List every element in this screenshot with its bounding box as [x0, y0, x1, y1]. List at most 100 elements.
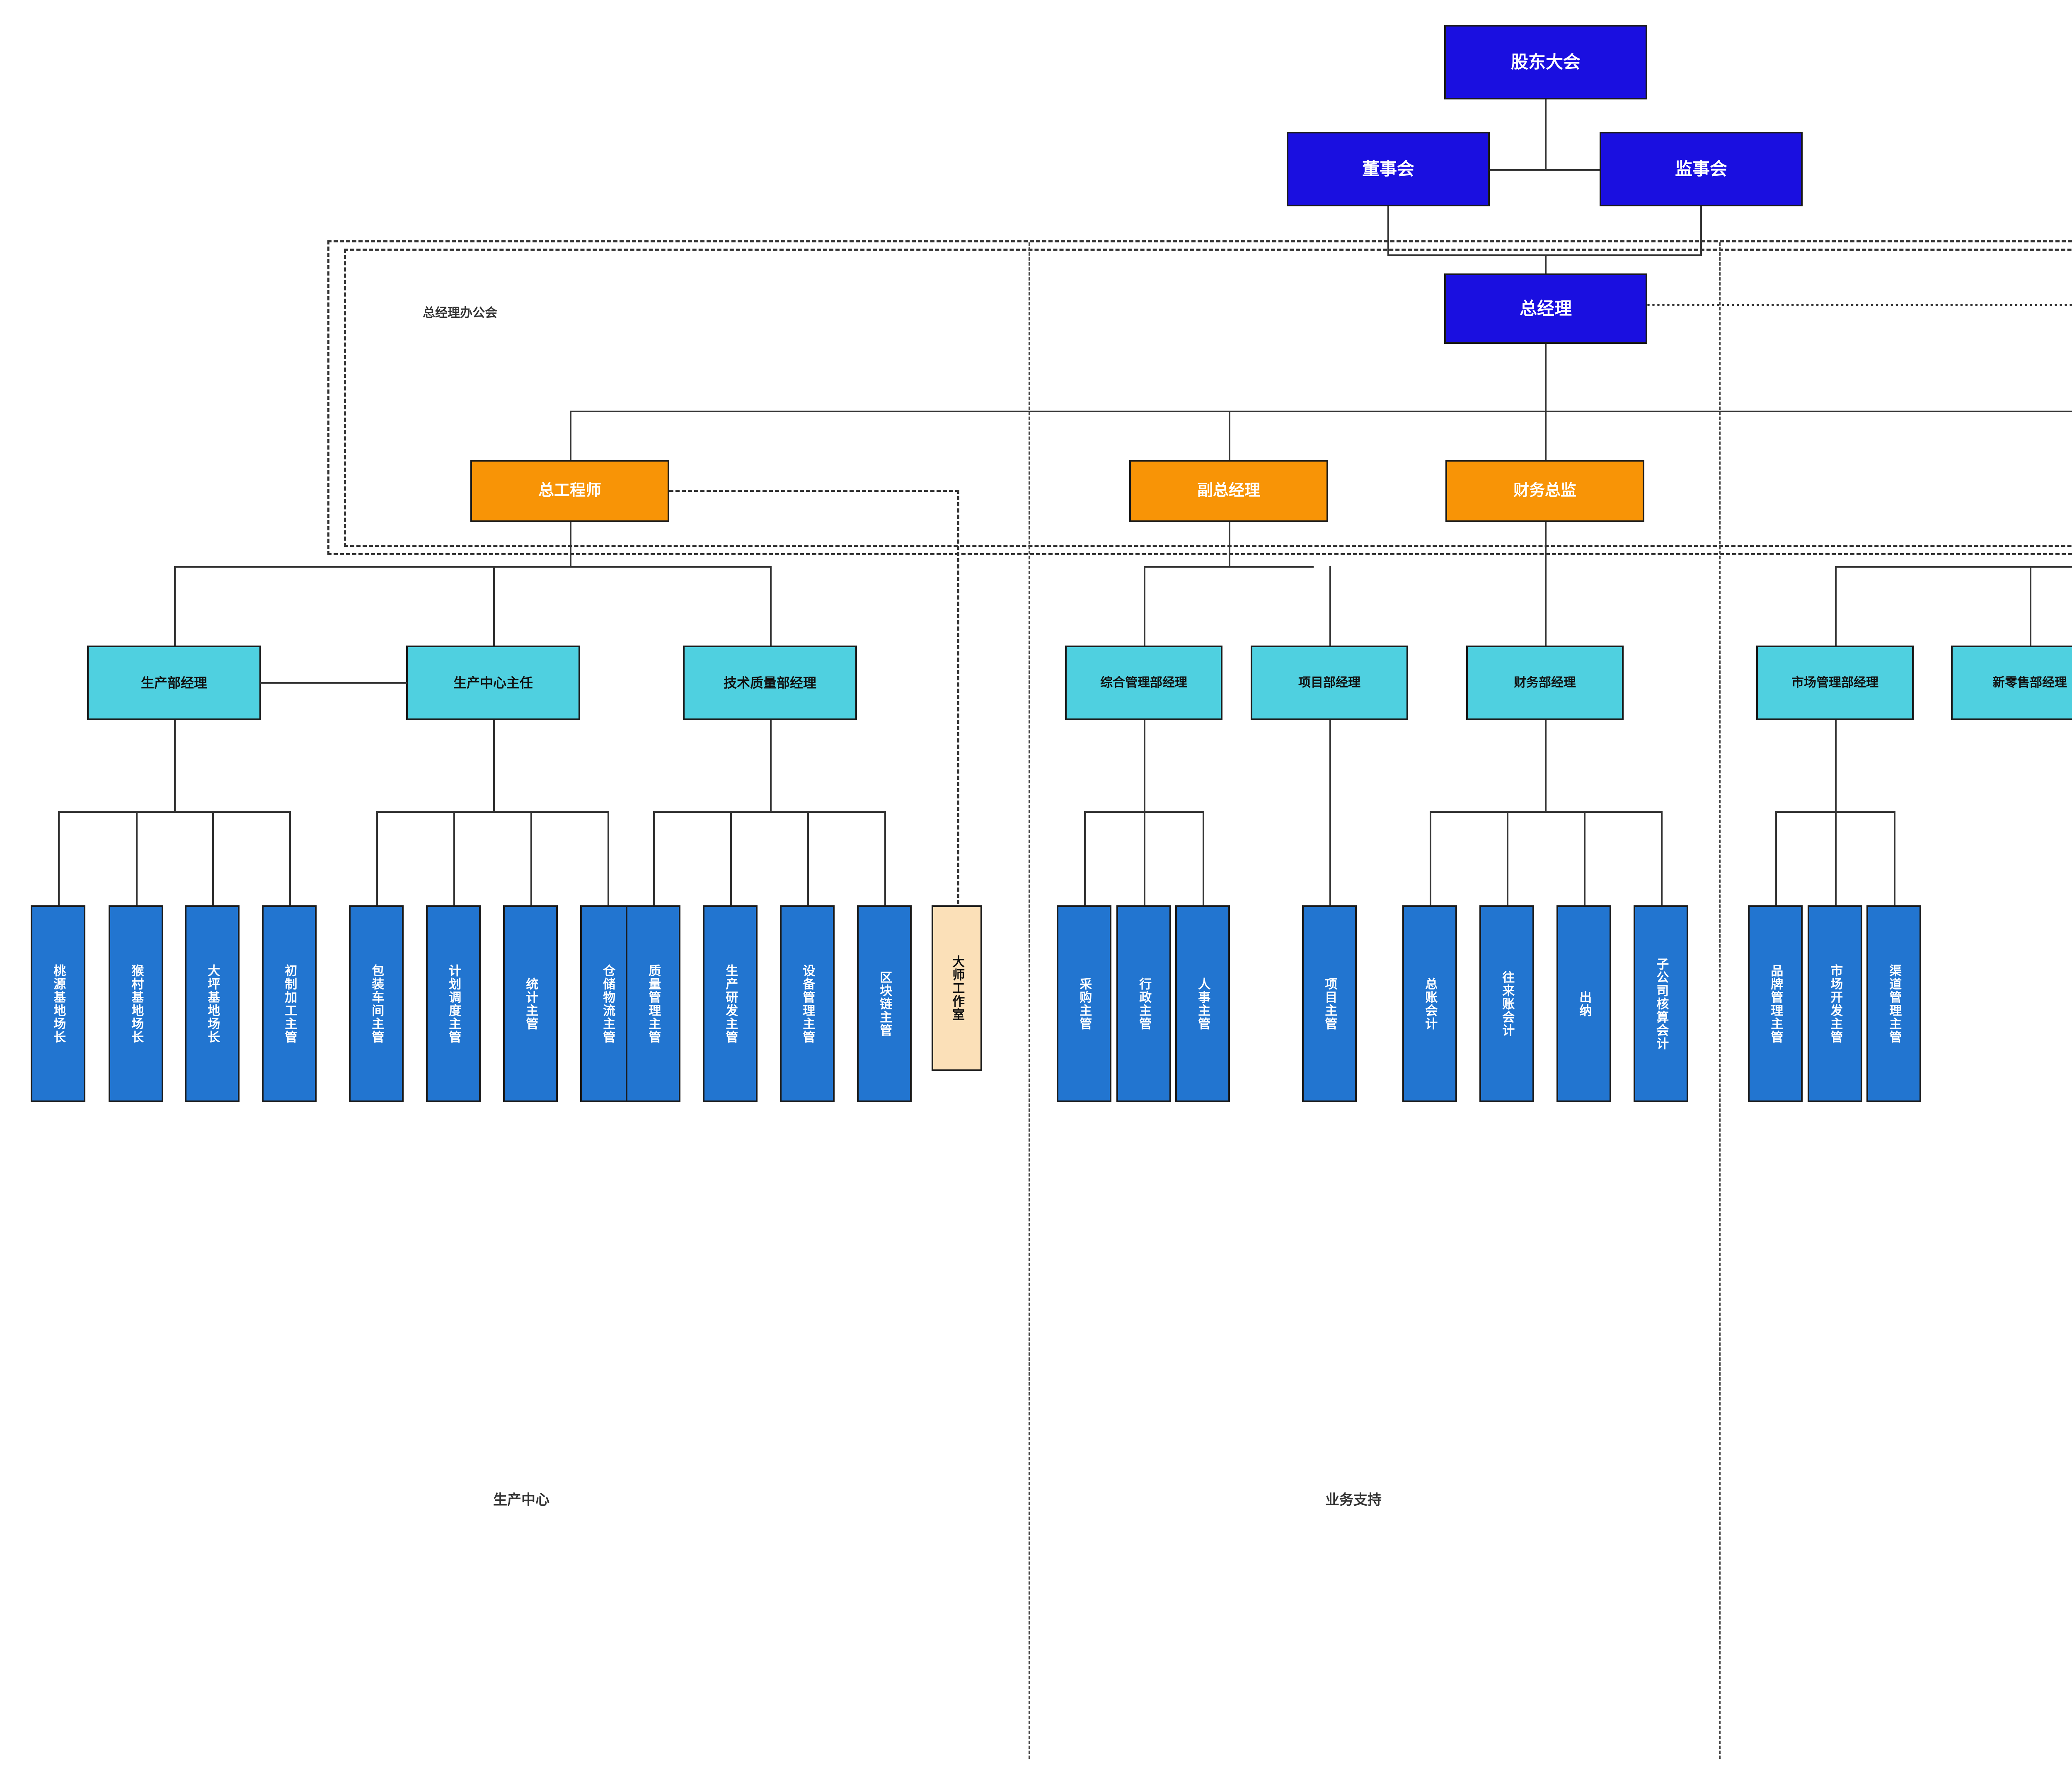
pos-daping-base-chief[interactable]: 大坪基地场长 [185, 905, 240, 1102]
dept-production-manager[interactable]: 生产部经理 [87, 646, 261, 720]
dept-production-center-director[interactable]: 生产中心主任 [406, 646, 580, 720]
pos-taoyuan-base-chief[interactable]: 桃源基地场长 [31, 905, 85, 1102]
connector-fin-down [1545, 720, 1547, 812]
connector-mkt-c1 [1775, 811, 1777, 907]
node-label: 总账会计 [1423, 977, 1437, 1030]
connector-gm-consultant [1647, 304, 2072, 306]
pos-brand-management-supervisor[interactable]: 品牌管理主管 [1748, 905, 1803, 1102]
connector-pc-c1 [376, 811, 378, 907]
connector-bs-dept-bar [1144, 566, 1314, 568]
node-general-manager[interactable]: 总经理 [1444, 273, 1647, 344]
dept-new-retail-manager[interactable]: 新零售部经理 [1951, 646, 2072, 720]
pos-project-supervisor[interactable]: 项目主管 [1302, 905, 1357, 1102]
connector-dgm1-down [1229, 522, 1230, 568]
connector-pd-bar [58, 811, 290, 813]
connector-ga-c2 [1144, 811, 1145, 907]
connector-gm-down [1545, 344, 1547, 412]
node-label: 董事会 [1362, 159, 1414, 179]
connector-tq-c2 [730, 811, 732, 907]
connector-chief-engineer-master-studio [669, 490, 959, 492]
pos-production-rd-supervisor[interactable]: 生产研发主管 [703, 905, 758, 1102]
node-label: 大师工作室 [950, 955, 964, 1021]
node-label: 子公司核算会计 [1654, 957, 1668, 1050]
node-label: 生产研发主管 [724, 964, 738, 1044]
section-separator-2 [1719, 242, 1721, 1759]
connector-ga-c1 [1084, 811, 1086, 907]
connector-shareholders-down [1545, 99, 1547, 170]
connector-mkt-down [1835, 720, 1837, 812]
bottom-label-production-center: 生产中心 [493, 1492, 549, 1508]
connector-dgm1-drop [1229, 411, 1230, 464]
pos-hr-supervisor[interactable]: 人事主管 [1175, 905, 1230, 1102]
pos-cashier[interactable]: 出纳 [1556, 905, 1611, 1102]
pos-primary-processing-supervisor[interactable]: 初制加工主管 [262, 905, 317, 1102]
connector-tq-c3 [807, 811, 809, 907]
connector-pd-c4 [289, 811, 291, 907]
pos-blockchain-supervisor[interactable]: 区块链主管 [857, 905, 912, 1102]
node-label: 总工程师 [538, 482, 601, 500]
section-separator-1 [1029, 242, 1030, 1759]
pos-equipment-management-supervisor[interactable]: 设备管理主管 [780, 905, 835, 1102]
dept-finance-manager[interactable]: 财务部经理 [1466, 646, 1624, 720]
dept-tech-quality-manager[interactable]: 技术质量部经理 [683, 646, 857, 720]
node-label: 出纳 [1577, 990, 1591, 1017]
pos-quality-management-supervisor[interactable]: 质量管理主管 [626, 905, 680, 1102]
node-finance-director[interactable]: 财务总监 [1445, 460, 1644, 522]
bottom-label-business-support: 业务支持 [1325, 1492, 1382, 1508]
dept-project-manager[interactable]: 项目部经理 [1251, 646, 1408, 720]
node-label: 股东大会 [1510, 52, 1581, 72]
connector-pd-c3 [212, 811, 214, 907]
node-board-of-directors[interactable]: 董事会 [1287, 132, 1490, 206]
pos-market-development-supervisor[interactable]: 市场开发主管 [1808, 905, 1862, 1102]
connector-cfo-drop [1545, 411, 1547, 464]
connector-board-merge [1387, 254, 1701, 256]
connector-proj-down [1329, 720, 1331, 907]
pos-administration-supervisor[interactable]: 行政主管 [1116, 905, 1171, 1102]
node-label: 区块链主管 [878, 970, 892, 1037]
pos-statistics-supervisor[interactable]: 统计主管 [503, 905, 558, 1102]
connector-board-down [1387, 206, 1389, 256]
pos-master-studio[interactable]: 大师工作室 [932, 905, 982, 1071]
connector-fin-bar [1430, 811, 1662, 813]
connector-pc-c2 [453, 811, 455, 907]
connector-pc-c4 [608, 811, 609, 907]
pos-planning-scheduling-supervisor[interactable]: 计划调度主管 [426, 905, 481, 1102]
pos-houcun-base-chief[interactable]: 猴村基地场长 [109, 905, 163, 1102]
connector-ga-c3 [1203, 811, 1204, 907]
pos-ar-ap-accountant[interactable]: 往来账会计 [1479, 905, 1534, 1102]
node-shareholders-meeting[interactable]: 股东大会 [1444, 25, 1647, 99]
node-label: 监事会 [1675, 159, 1727, 179]
node-label: 仓储物流主管 [601, 964, 615, 1044]
node-label: 行政主管 [1137, 977, 1151, 1030]
connector-pd-c2 [136, 811, 138, 907]
pos-channel-management-supervisor[interactable]: 渠道管理主管 [1866, 905, 1921, 1102]
connector-board-bar [1287, 169, 1803, 171]
dept-general-admin-manager[interactable]: 综合管理部经理 [1065, 646, 1222, 720]
connector-prod-dept-drop [174, 566, 176, 649]
connector-pd-down [174, 720, 176, 812]
node-label: 总经理 [1519, 299, 1572, 319]
node-label: 大坪基地场长 [206, 964, 220, 1044]
node-label: 渠道管理主管 [1887, 964, 1901, 1044]
node-chief-engineer[interactable]: 总工程师 [470, 460, 669, 522]
node-label: 项目主管 [1323, 977, 1337, 1030]
gm-office-label: 总经理办公会 [423, 306, 497, 320]
node-label: 副总经理 [1197, 482, 1260, 500]
node-label: 人事主管 [1196, 977, 1210, 1030]
pos-packaging-workshop-supervisor[interactable]: 包装车间主管 [349, 905, 404, 1102]
pos-general-ledger-accountant[interactable]: 总账会计 [1402, 905, 1457, 1102]
connector-tq-down [770, 720, 772, 812]
node-label: 新零售部经理 [1992, 675, 2067, 689]
dept-market-admin-manager[interactable]: 市场管理部经理 [1756, 646, 1914, 720]
node-board-of-supervisors[interactable]: 监事会 [1600, 132, 1803, 206]
node-deputy-gm-1[interactable]: 副总经理 [1129, 460, 1328, 522]
connector-ga-down [1144, 720, 1145, 812]
pos-subsidiary-accountant[interactable]: 子公司核算会计 [1634, 905, 1688, 1102]
pos-procurement-supervisor[interactable]: 采购主管 [1057, 905, 1111, 1102]
connector-fin-c4 [1661, 811, 1663, 907]
node-label: 猴村基地场长 [129, 964, 143, 1044]
connector-newretail-drop [2030, 566, 2031, 649]
connector-proj-drop [1329, 566, 1331, 649]
connector-ce-down [570, 522, 571, 568]
node-label: 市场管理部经理 [1791, 675, 1878, 689]
